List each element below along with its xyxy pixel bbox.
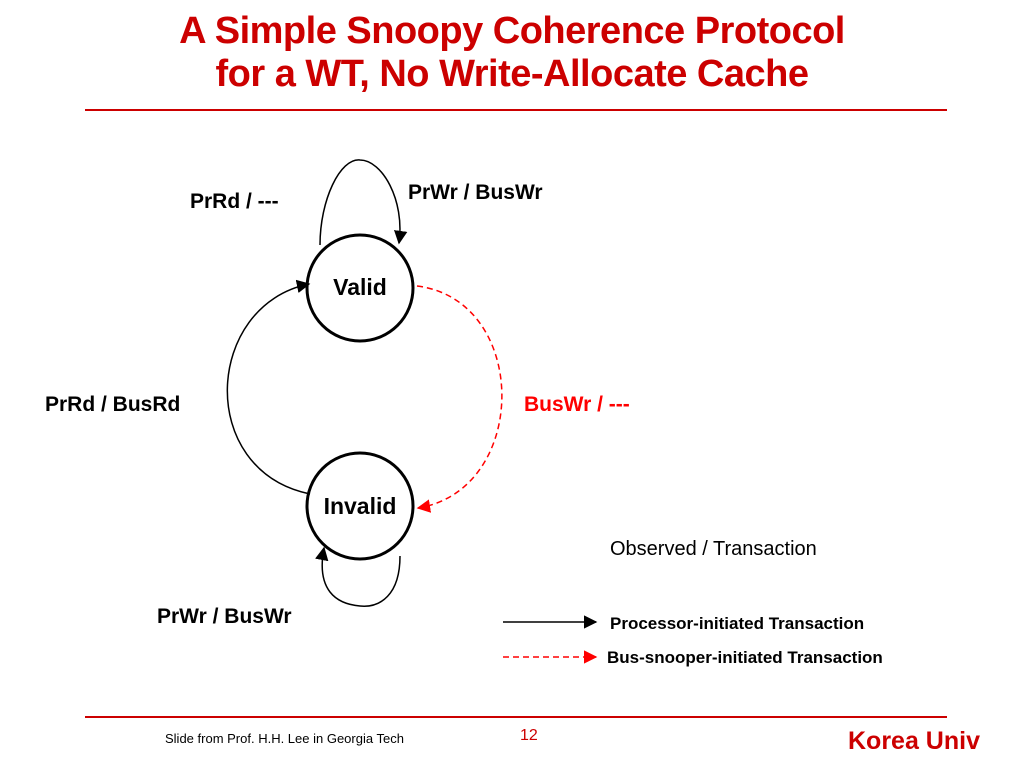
title-divider: [85, 109, 947, 111]
valid-state-label: Valid: [333, 274, 387, 300]
page-number: 12: [520, 727, 538, 744]
invalid-self-loop-arrow: [315, 546, 401, 607]
footer-brand: Korea Univ: [848, 727, 980, 755]
legend-heading: Observed / Transaction: [610, 538, 817, 560]
legend-processor-label: Processor-initiated Transaction: [610, 614, 865, 633]
invalid-to-valid-arrow: [226, 279, 311, 495]
slide-title-line1: A Simple Snoopy Coherence Protocol: [179, 10, 845, 52]
slide-title-line2: for a WT, No Write-Allocate Cache: [215, 53, 809, 95]
valid-self-loop-arrow: [319, 159, 408, 246]
invalid-state-label: Invalid: [323, 493, 397, 519]
invalid-self-write-label: PrWr / BusWr: [157, 605, 292, 628]
invalid-to-valid-label: PrRd / BusRd: [45, 393, 181, 416]
footer-divider: [85, 716, 947, 718]
invalid-state-circle: [305, 451, 415, 561]
valid-to-invalid-label: BusWr / ---: [524, 393, 630, 416]
slide-title: A Simple Snoopy Coherence Protocol for a…: [0, 10, 1024, 96]
footer-credit: Slide from Prof. H.H. Lee in Georgia Tec…: [165, 731, 404, 746]
legend-snooper-label: Bus-snooper-initiated Transaction: [607, 648, 883, 667]
valid-self-read-label: PrRd / ---: [190, 190, 279, 213]
valid-to-invalid-arrow: [416, 285, 503, 513]
valid-self-write-label: PrWr / BusWr: [408, 181, 543, 204]
